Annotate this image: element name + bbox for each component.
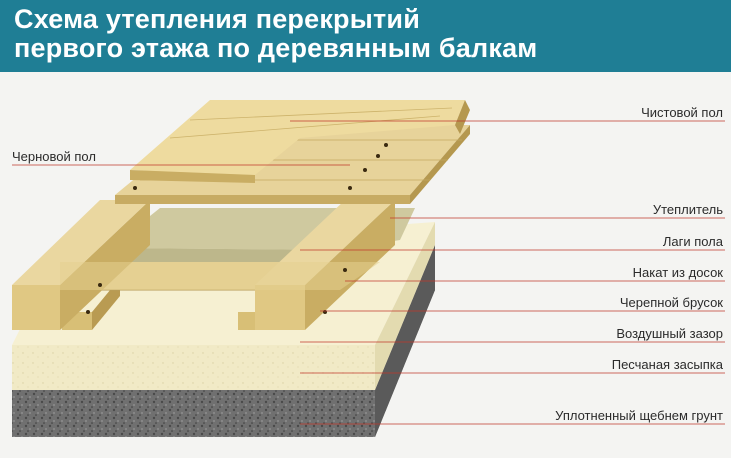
label-gravel-soil: Уплотненный щебнем грунт [555, 408, 723, 423]
label-finish-floor: Чистовой пол [641, 105, 723, 120]
label-board-deck: Накат из досок [633, 265, 724, 280]
label-insulation: Утеплитель [653, 202, 723, 217]
floor-joists [12, 200, 395, 330]
fasteners [86, 268, 347, 314]
label-air-gap: Воздушный зазор [616, 326, 723, 341]
label-subfloor: Черновой пол [12, 149, 96, 164]
label-sand-fill: Песчаная засыпка [612, 357, 724, 372]
finish-floor [130, 100, 470, 183]
leader-lines [12, 120, 725, 425]
gravel-layer [12, 245, 435, 437]
label-floor-joists: Лаги пола [663, 234, 724, 249]
label-cranial-bar: Черепной брусок [620, 295, 723, 310]
title-banner: Схема утепления перекрытий первого этажа… [0, 0, 731, 72]
title-line-1: Схема утепления перекрытий [14, 4, 421, 34]
title-line-2: первого этажа по деревянным балкам [14, 33, 538, 63]
